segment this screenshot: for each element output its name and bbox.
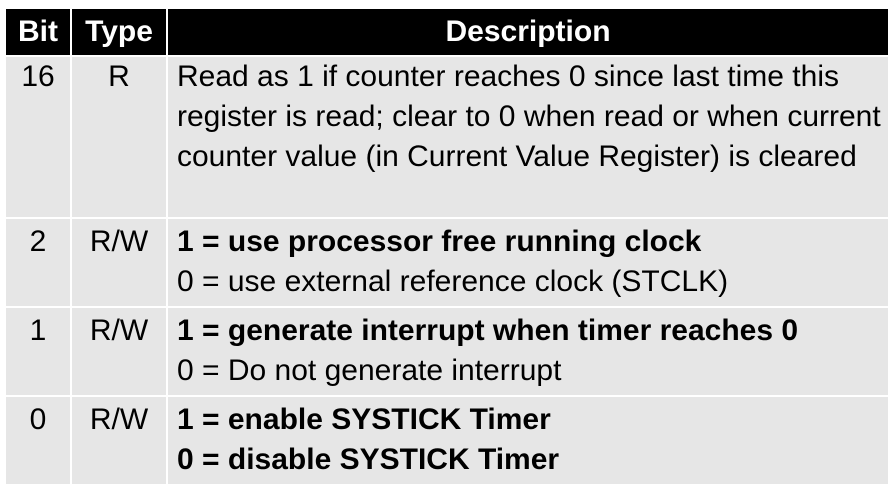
bit-cell: 16: [4, 55, 72, 219]
bit-cell: 1: [4, 306, 72, 397]
description-line-2: 0 = disable SYSTICK Timer: [177, 443, 560, 476]
register-bits-table: Bit Type Description 16 R Read as 1 if c…: [4, 7, 890, 486]
description-cell: Read as 1 if counter reaches 0 since las…: [166, 55, 890, 219]
type-cell: R/W: [70, 306, 168, 397]
table-row: 2 R/W 1 = use processor free running clo…: [4, 217, 890, 308]
description-line-1: 1 = enable SYSTICK Timer: [177, 403, 551, 436]
description-line-1: 1 = generate interrupt when timer reache…: [177, 314, 799, 347]
table-header-row: Bit Type Description: [4, 7, 890, 57]
description-line-2: 0 = Do not generate interrupt: [177, 354, 562, 387]
table-row: 16 R Read as 1 if counter reaches 0 sinc…: [4, 55, 890, 219]
description-cell: 1 = generate interrupt when timer reache…: [166, 306, 890, 397]
description-cell: 1 = use processor free running clock 0 =…: [166, 217, 890, 308]
header-type: Type: [70, 7, 168, 57]
table-row: 0 R/W 1 = enable SYSTICK Timer 0 = disab…: [4, 395, 890, 486]
description-line-1: 1 = use processor free running clock: [177, 225, 702, 258]
header-bit: Bit: [4, 7, 72, 57]
description-cell: 1 = enable SYSTICK Timer 0 = disable SYS…: [166, 395, 890, 486]
table-row: 1 R/W 1 = generate interrupt when timer …: [4, 306, 890, 397]
bit-cell: 0: [4, 395, 72, 486]
header-description: Description: [166, 7, 890, 57]
type-cell: R/W: [70, 217, 168, 308]
type-cell: R: [70, 55, 168, 219]
description-line-2: 0 = use external reference clock (STCLK): [177, 265, 729, 298]
bit-cell: 2: [4, 217, 72, 308]
description-text: Read as 1 if counter reaches 0 since las…: [177, 60, 881, 173]
type-cell: R/W: [70, 395, 168, 486]
